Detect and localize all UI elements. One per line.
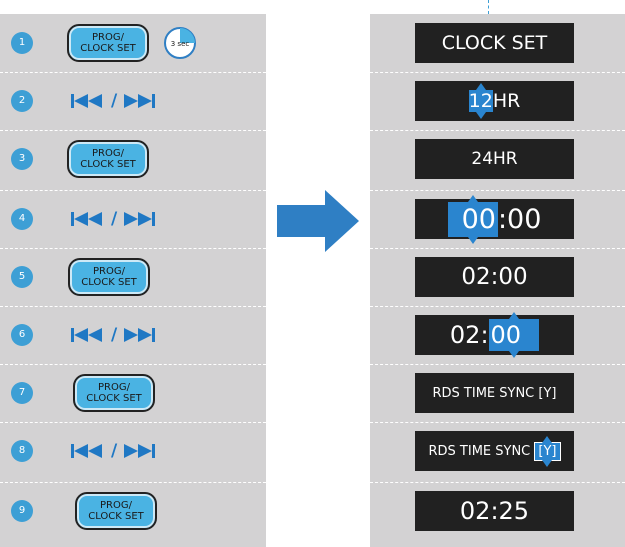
timer-label: 3 sec xyxy=(171,40,190,48)
step-divider xyxy=(0,130,266,131)
right-arrow-icon xyxy=(277,190,359,252)
previous-icon[interactable] xyxy=(71,93,105,109)
display-text: 24HR xyxy=(471,149,518,169)
prev-next-buttons[interactable]: / xyxy=(71,209,157,229)
display-text: CLOCK SET xyxy=(441,32,548,54)
previous-icon[interactable] xyxy=(71,443,105,459)
display-text: 02:25 xyxy=(459,497,530,525)
up-arrow-icon xyxy=(467,194,478,202)
down-arrow-icon xyxy=(542,459,553,467)
display-text: RDS TIME SYNC xyxy=(428,443,535,459)
down-arrow-icon xyxy=(508,351,519,358)
previous-icon[interactable] xyxy=(71,211,105,227)
up-arrow-icon xyxy=(475,83,486,90)
prog-clock-set-button[interactable]: PROG/CLOCK SET xyxy=(67,24,149,62)
step-divider xyxy=(0,422,266,423)
next-icon[interactable] xyxy=(123,327,157,343)
lcd-display-4: 00:00 xyxy=(415,194,574,244)
lcd-display-6: 02:00 xyxy=(415,312,574,358)
down-arrow-icon xyxy=(467,236,478,244)
prog-clock-set-button[interactable]: PROG/CLOCK SET xyxy=(67,140,149,178)
step-number-3: 3 xyxy=(11,148,33,170)
step-number-5: 5 xyxy=(11,266,33,288)
highlighted-digits: 00 xyxy=(488,312,540,358)
nav-separator: / xyxy=(111,325,118,345)
display-text: 02: xyxy=(449,321,489,349)
highlighted-text: [Y] xyxy=(538,443,557,459)
step-divider xyxy=(0,190,266,191)
nav-separator: / xyxy=(111,91,118,111)
prev-next-buttons[interactable]: / xyxy=(71,441,157,461)
up-arrow-icon xyxy=(508,312,519,319)
nav-separator: / xyxy=(111,209,118,229)
step-divider xyxy=(0,248,266,249)
step-number-6: 6 xyxy=(11,324,33,346)
next-icon[interactable] xyxy=(123,443,157,459)
highlighted-digits: 12 xyxy=(468,83,493,119)
prog-clock-set-button[interactable]: PROG/CLOCK SET xyxy=(68,258,150,296)
timer-3-sec-icon: 3 sec xyxy=(164,27,196,59)
button-label-line1: PROG/ xyxy=(100,500,132,511)
lcd-display-7: RDS TIME SYNC [Y] xyxy=(415,373,574,413)
prog-clock-set-button[interactable]: PROG/CLOCK SET xyxy=(75,492,157,530)
button-label-line1: PROG/ xyxy=(92,148,124,159)
highlighted-digits: [Y] xyxy=(534,435,561,467)
button-label-line2: CLOCK SET xyxy=(81,277,137,288)
step-number-1: 1 xyxy=(11,32,33,54)
display-text-suffix: :00 xyxy=(497,203,542,235)
highlighted-digits: 00 xyxy=(447,194,498,244)
connector-line xyxy=(488,0,489,14)
step-number-4: 4 xyxy=(11,208,33,230)
button-label-line2: CLOCK SET xyxy=(80,159,136,170)
step-divider xyxy=(370,248,625,249)
highlighted-text: 12 xyxy=(468,90,493,112)
step-divider xyxy=(0,364,266,365)
step-divider xyxy=(370,364,625,365)
lcd-display-3: 24HR xyxy=(415,139,574,179)
step-divider xyxy=(370,306,625,307)
step-divider xyxy=(370,482,625,483)
lcd-display-5: 02:00 xyxy=(415,257,574,297)
highlighted-text: 00 xyxy=(490,321,522,349)
down-arrow-icon xyxy=(475,112,486,119)
prev-next-buttons[interactable]: / xyxy=(71,91,157,111)
button-label-line1: PROG/ xyxy=(92,32,124,43)
button-label-line2: CLOCK SET xyxy=(88,511,144,522)
step-divider xyxy=(0,72,266,73)
highlighted-text: 00 xyxy=(461,203,496,235)
prog-clock-set-button[interactable]: PROG/CLOCK SET xyxy=(73,374,155,412)
up-arrow-icon xyxy=(542,435,553,443)
button-label-line1: PROG/ xyxy=(98,382,130,393)
lcd-display-1: CLOCK SET xyxy=(415,23,574,63)
display-text-suffix: HR xyxy=(492,90,521,112)
previous-icon[interactable] xyxy=(71,327,105,343)
step-number-7: 7 xyxy=(11,382,33,404)
step-divider xyxy=(370,130,625,131)
step-divider xyxy=(370,422,625,423)
display-text: 02:00 xyxy=(461,264,528,290)
step-number-8: 8 xyxy=(11,440,33,462)
step-divider xyxy=(0,482,266,483)
step-divider xyxy=(0,306,266,307)
button-label-line2: CLOCK SET xyxy=(80,43,136,54)
step-number-9: 9 xyxy=(11,500,33,522)
button-label-line2: CLOCK SET xyxy=(86,393,142,404)
step-number-2: 2 xyxy=(11,90,33,112)
lcd-display-9: 02:25 xyxy=(415,491,574,531)
step-divider xyxy=(370,190,625,191)
lcd-display-8: RDS TIME SYNC [Y] xyxy=(415,431,574,471)
button-label-line1: PROG/ xyxy=(93,266,125,277)
nav-separator: / xyxy=(111,441,118,461)
display-text: RDS TIME SYNC [Y] xyxy=(432,385,557,401)
next-icon[interactable] xyxy=(123,93,157,109)
prev-next-buttons[interactable]: / xyxy=(71,325,157,345)
next-icon[interactable] xyxy=(123,211,157,227)
step-divider xyxy=(370,72,625,73)
